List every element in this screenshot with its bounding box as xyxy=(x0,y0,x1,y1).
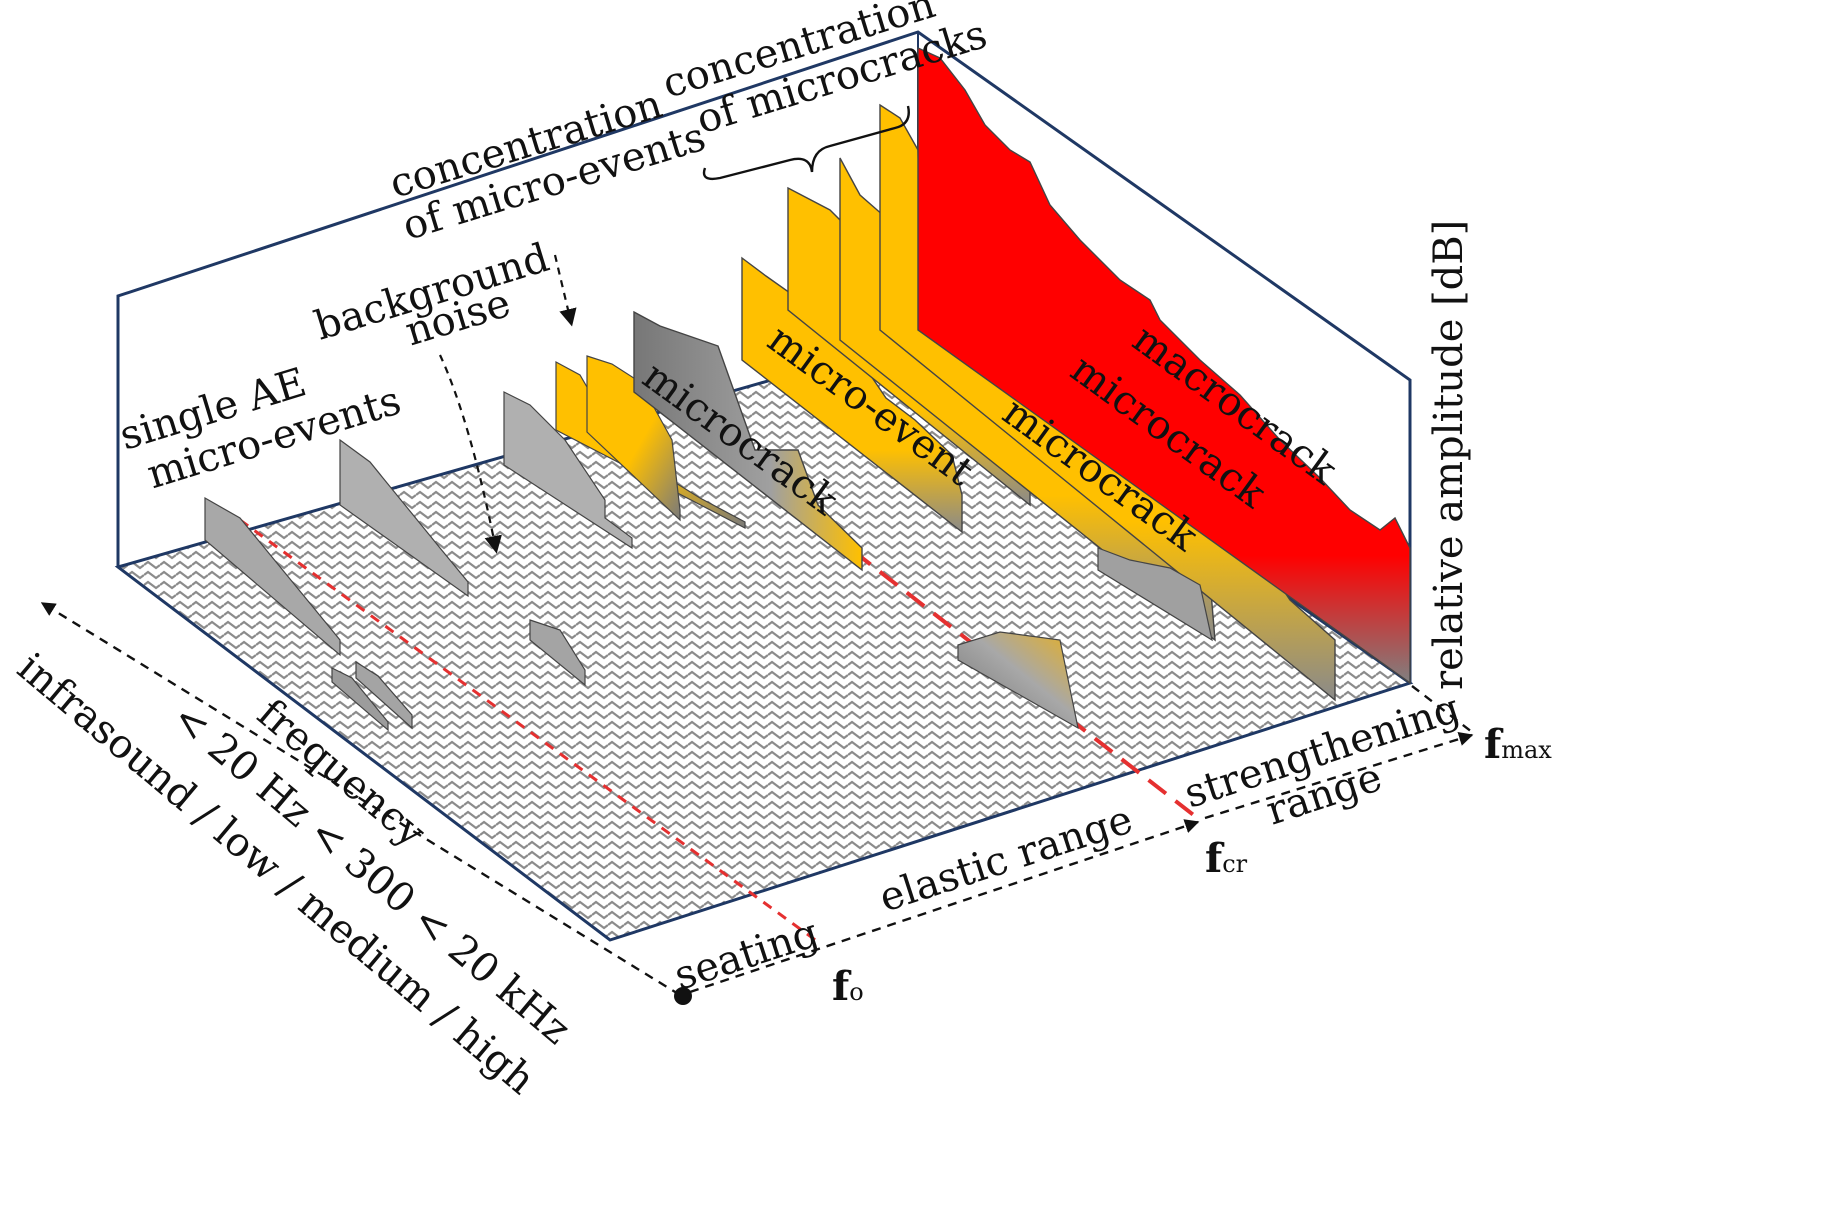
mid-event-peaks xyxy=(503,355,746,550)
event-peak xyxy=(586,355,681,522)
mark-fo-sub: o xyxy=(849,978,863,1006)
microcrack-peak-grey xyxy=(633,310,863,572)
threshold-line-fo xyxy=(239,518,819,944)
annotation-concentration-events: concentration of micro-events xyxy=(384,81,710,249)
single-ae-events xyxy=(204,438,586,732)
mark-fmax: fmax xyxy=(1484,721,1552,768)
pointer-arrow-noise xyxy=(439,354,502,554)
mark-fmax-base: f xyxy=(1484,721,1504,768)
event-peak xyxy=(503,391,633,550)
event-peak xyxy=(331,667,389,732)
small-peak xyxy=(957,631,1079,730)
mark-fcr-base: f xyxy=(1205,835,1225,882)
pointer-arrow-events xyxy=(553,254,577,327)
vertical-axis-label: relative amplitude [dB] xyxy=(1426,220,1472,690)
mark-fo: fo xyxy=(832,963,864,1010)
mark-fcr-sub: cr xyxy=(1222,850,1247,878)
event-peak xyxy=(529,619,586,687)
range-seating: seating xyxy=(669,910,824,1000)
event-peak xyxy=(204,496,341,657)
small-peak xyxy=(1097,547,1213,642)
event-peak xyxy=(339,438,469,598)
load-axis-extension xyxy=(1411,685,1473,733)
event-peak xyxy=(355,660,413,730)
mark-fcr: fcr xyxy=(1205,835,1248,882)
mark-fmax-sub: max xyxy=(1501,736,1552,764)
annotation-background-noise: background noise xyxy=(309,235,554,356)
microcracks-brace xyxy=(702,105,910,181)
mark-fo-base: f xyxy=(832,963,852,1010)
origin-dot xyxy=(674,987,692,1005)
frequency-axis-arrow xyxy=(40,601,681,997)
macrocrack-peak xyxy=(917,46,1411,685)
